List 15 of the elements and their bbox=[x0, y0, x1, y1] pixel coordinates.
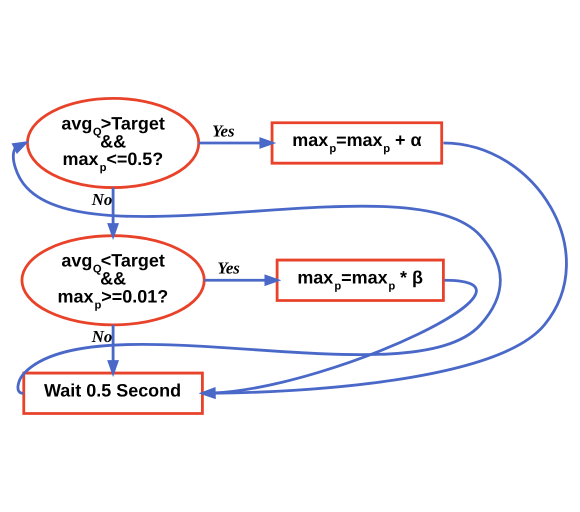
arrow bbox=[198, 137, 276, 149]
edge-label: No bbox=[92, 326, 112, 346]
node-box: Wait 0.5 Second bbox=[22, 372, 204, 415]
edge-label: Yes bbox=[217, 258, 240, 278]
arrow bbox=[107, 324, 119, 378]
arrow bbox=[198, 278, 477, 399]
arrow bbox=[198, 142, 568, 400]
node-box: max$_{p}$=max$_{p}$ * β bbox=[276, 258, 445, 302]
arrow bbox=[204, 274, 282, 286]
arrow bbox=[107, 188, 119, 240]
node-ellipse: avg$_{Q}$<Target && max$_{p}$>=0.01? bbox=[20, 234, 206, 326]
node-ellipse: avg$_{Q}$>Target && max$_{p}$<=0.5? bbox=[26, 96, 200, 189]
node-box: max$_{p}$=max$_{p}$ + α bbox=[270, 121, 444, 165]
edge-label: No bbox=[92, 190, 112, 209]
edge-label: Yes bbox=[212, 121, 235, 140]
